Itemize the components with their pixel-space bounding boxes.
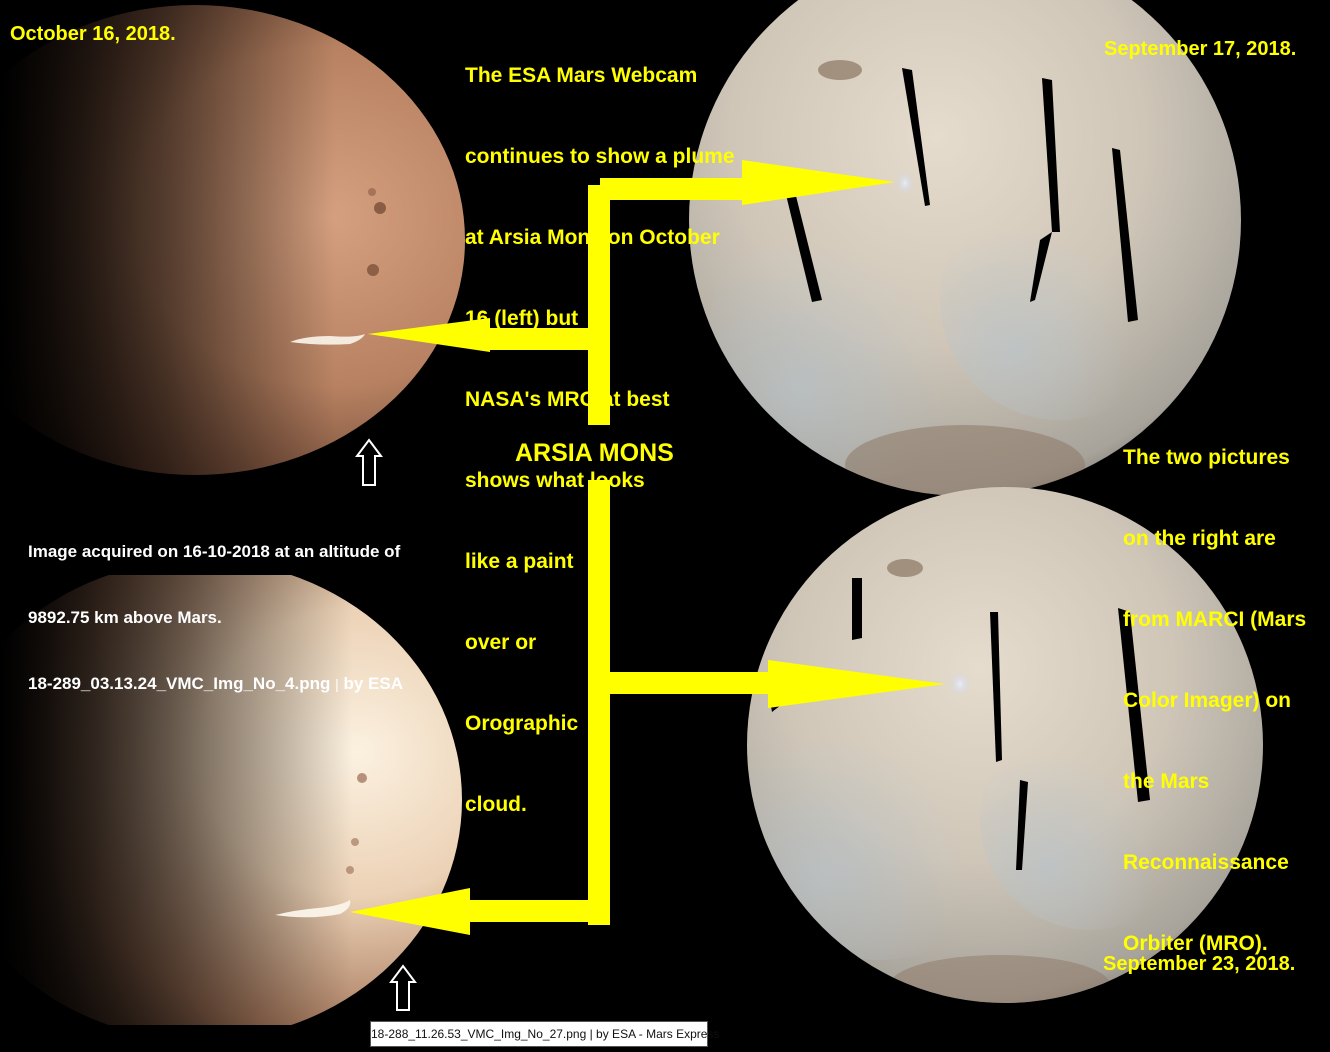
- arsia-mons-connector: [470, 178, 768, 925]
- data-gap-strip: [780, 170, 822, 302]
- marci-caption: The two pictures on the right are from M…: [1123, 390, 1306, 984]
- image-filename: 18-289_03.13.24_VMC_Img_No_4.png: [28, 674, 331, 693]
- data-gap-strip: [1042, 78, 1060, 232]
- caption-line: NASA's MRO at best: [465, 388, 670, 411]
- up-arrow-outline-icon: [355, 438, 383, 486]
- arrowhead-to-sep23: [768, 660, 945, 708]
- data-gap-strip: [1016, 780, 1028, 870]
- data-gap-strip: [1118, 608, 1150, 802]
- acquisition-line: Image acquired on 16-10-2018 at an altit…: [28, 542, 401, 561]
- caption-line: like a paint: [465, 550, 574, 573]
- bottom-image-credit: 18-288_11.26.53_VMC_Img_No_27.png | by E…: [370, 1021, 719, 1047]
- caption-line: the Mars: [1123, 770, 1210, 793]
- mars-vmc-image-bottom: [0, 575, 470, 1025]
- image-credit: by ESA: [343, 674, 404, 693]
- acquisition-line: 18-289_03.13.24_VMC_Img_No_4.png | by ES…: [28, 673, 403, 695]
- data-gap-strip: [1030, 232, 1052, 302]
- caption-line: over or: [465, 631, 537, 654]
- caption-line: shows what looks: [465, 469, 645, 492]
- caption-line: Orographic: [465, 712, 579, 735]
- arsia-mons-label: ARSIA MONS: [515, 439, 674, 467]
- up-arrow-outline-icon: [389, 964, 417, 1011]
- date-label-sep23: September 23, 2018.: [1103, 953, 1296, 975]
- data-gap-strip: [902, 68, 930, 206]
- plume-spot-sep23: [949, 671, 971, 697]
- date-label-sep17: September 17, 2018.: [1104, 38, 1297, 60]
- date-label-oct16: October 16, 2018.: [10, 23, 176, 45]
- data-gap-strip: [1112, 148, 1138, 322]
- caption-line: Reconnaissance: [1123, 851, 1289, 874]
- caption-line: Color Imager) on: [1123, 689, 1292, 712]
- caption-line: on the right are: [1123, 527, 1276, 550]
- caption-line: at Arsia Mons on October: [465, 226, 720, 249]
- data-gap-strip: [852, 578, 862, 640]
- pointer-arrow-icon: [350, 160, 945, 935]
- mro-marci-globe-sep23: [747, 487, 1263, 1003]
- mars-vmc-image-top: [0, 0, 480, 480]
- separator: |: [335, 676, 339, 692]
- acquisition-caption: Image acquired on 16-10-2018 at an altit…: [28, 497, 403, 717]
- arrowhead-to-top-mars: [368, 318, 490, 352]
- data-gap-strip: [990, 612, 1002, 762]
- caption-line: continues to show a plume: [465, 145, 735, 168]
- plume-streak-top: [290, 334, 365, 345]
- arrowhead-to-sep17: [742, 160, 895, 205]
- mro-marci-globe-sep17: [689, 0, 1241, 496]
- arrowhead-to-bottom-mars: [350, 888, 470, 935]
- acquisition-line: 9892.75 km above Mars.: [28, 608, 222, 627]
- plume-spot-sep17: [896, 171, 914, 195]
- main-annotation-caption: The ESA Mars Webcam continues to show a …: [465, 8, 735, 845]
- caption-line: cloud.: [465, 793, 527, 816]
- caption-line: The ESA Mars Webcam: [465, 64, 698, 87]
- caption-line: Orbiter (MRO).: [1123, 932, 1268, 955]
- plume-streak-bottom: [275, 900, 351, 918]
- caption-line: The two pictures: [1123, 446, 1290, 469]
- caption-line: from MARCI (Mars: [1123, 608, 1307, 631]
- caption-line: 16 (left) but: [465, 307, 579, 330]
